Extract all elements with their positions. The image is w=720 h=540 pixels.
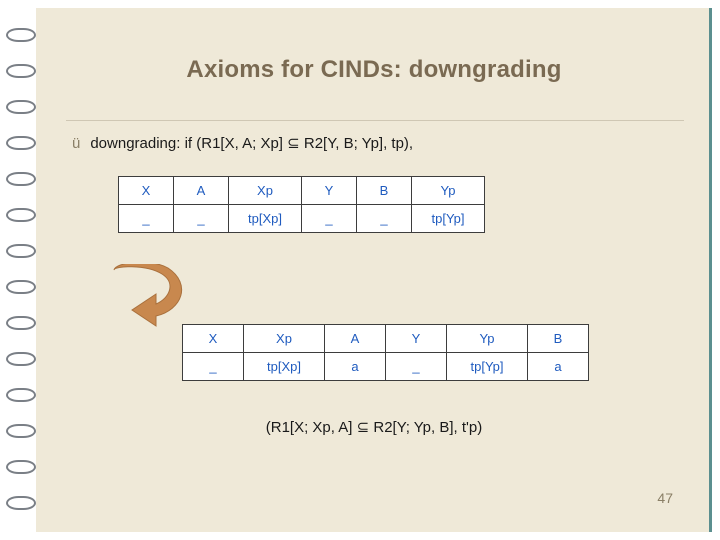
table-cell: _ <box>182 352 244 381</box>
table-cell: B <box>356 176 412 205</box>
table-cell: Yp <box>446 324 528 353</box>
curved-arrow-icon <box>113 264 183 327</box>
table-cell: Xp <box>243 324 325 353</box>
table-row: _ tp[Xp] a _ tp[Yp] a <box>182 352 589 381</box>
binder-ring <box>6 28 36 42</box>
binder-ring <box>6 172 36 186</box>
table-cell: _ <box>118 204 174 233</box>
bullet-label: downgrading: <box>90 135 181 152</box>
title-divider <box>66 120 684 121</box>
bullet-body: if (R1[X, A; Xp] ⊆ R2[Y, B; Yp], tp), <box>180 135 414 152</box>
binder-ring <box>6 352 36 366</box>
page-number: 47 <box>657 490 673 506</box>
binder-ring <box>6 64 36 78</box>
binder-ring <box>6 100 36 114</box>
table-cell: tp[Yp] <box>446 352 528 381</box>
footer-formula: (R1[X; Xp, A] ⊆ R2[Y; Yp, B], t'p) <box>265 419 483 436</box>
table-cell: Xp <box>228 176 302 205</box>
table-cell: X <box>118 176 174 205</box>
page-title: Axioms for CINDs: downgrading <box>186 56 562 83</box>
bullet-row: ü downgrading: if (R1[X, A; Xp] ⊆ R2[Y, … <box>72 134 413 152</box>
binder-ring <box>6 388 36 402</box>
binder-ring <box>6 316 36 330</box>
binder-ring <box>6 496 36 510</box>
table-row: _ _ tp[Xp] _ _ tp[Yp] <box>118 204 485 233</box>
checkmark-icon: ü <box>72 135 81 152</box>
table-cell: _ <box>356 204 412 233</box>
table-cell: _ <box>301 204 357 233</box>
table-cell: tp[Xp] <box>243 352 325 381</box>
table-cell: _ <box>173 204 229 233</box>
table-cell: tp[Xp] <box>228 204 302 233</box>
binder-ring <box>6 136 36 150</box>
binder-ring <box>6 424 36 438</box>
table-cell: a <box>527 352 589 381</box>
table-cell: A <box>173 176 229 205</box>
table-cell: Y <box>385 324 447 353</box>
table-cell: A <box>324 324 386 353</box>
table-bottom: X Xp A Y Yp B _ tp[Xp] a _ tp[Yp] a <box>182 324 589 381</box>
table-cell: a <box>324 352 386 381</box>
table-cell: Yp <box>411 176 485 205</box>
table-cell: X <box>182 324 244 353</box>
table-top: X A Xp Y B Yp _ _ tp[Xp] _ _ tp[Yp] <box>118 176 485 233</box>
table-cell: _ <box>385 352 447 381</box>
table-row: X Xp A Y Yp B <box>182 324 589 353</box>
bullet-text: downgrading: if (R1[X, A; Xp] ⊆ R2[Y, B;… <box>90 134 413 152</box>
table-row: X A Xp Y B Yp <box>118 176 485 205</box>
binder-ring <box>6 460 36 474</box>
table-cell: B <box>527 324 589 353</box>
table-cell: tp[Yp] <box>411 204 485 233</box>
binder-ring <box>6 244 36 258</box>
table-cell: Y <box>301 176 357 205</box>
binder-ring <box>6 280 36 294</box>
binder-ring <box>6 208 36 222</box>
slide-page: Axioms for CINDs: downgrading ü downgrad… <box>36 8 712 532</box>
